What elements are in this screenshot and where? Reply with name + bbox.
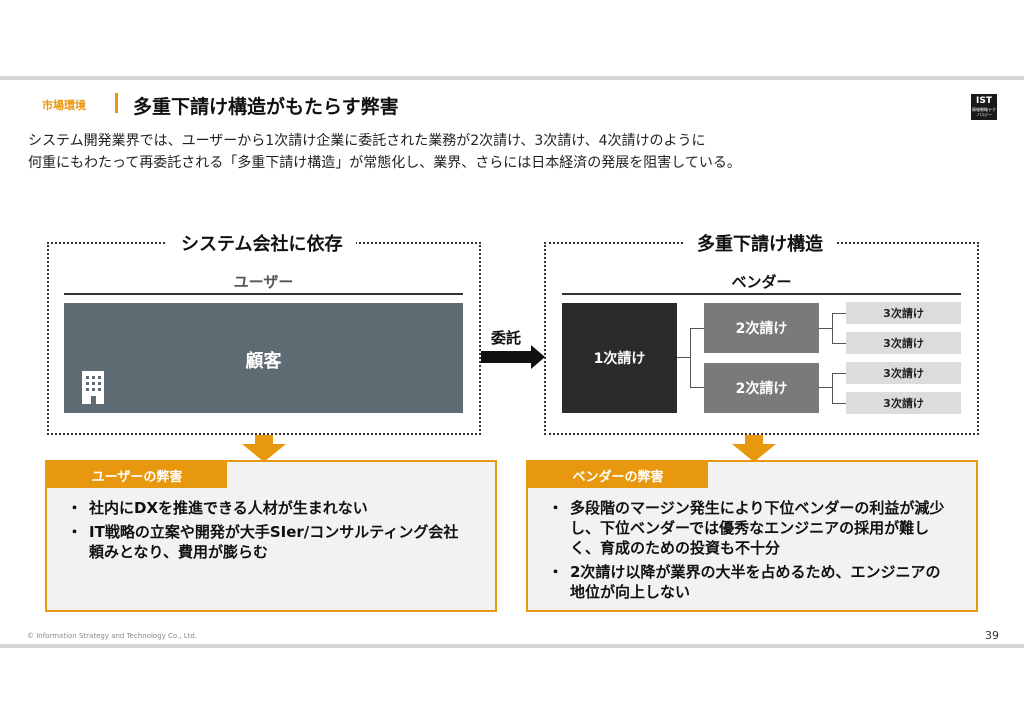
vendor-subhead-line <box>562 293 961 295</box>
logo-subtext: 情報戦略テクノロジー <box>972 107 996 117</box>
connector <box>690 387 704 388</box>
connector <box>832 373 846 374</box>
connector <box>690 328 704 329</box>
connector <box>819 328 833 329</box>
connector <box>832 403 846 404</box>
tier1-box: 1次請け <box>562 303 677 413</box>
vendor-issues-list: 多段階のマージン発生により下位ベンダーの利益が減少し、下位ベンダーでは優秀なエン… <box>548 498 952 606</box>
connector <box>832 313 846 314</box>
connector <box>832 343 846 344</box>
tier3-box: 3次請け <box>846 392 961 414</box>
down-arrow-stem <box>745 435 763 445</box>
user-issues-tab: ユーザーの弊害 <box>47 462 227 488</box>
user-subhead: ユーザー <box>233 273 294 291</box>
page-number: 39 <box>985 629 999 642</box>
page-title: 多重下請け構造がもたらす弊害 <box>133 96 399 118</box>
down-arrow-stem <box>255 435 273 445</box>
vendor-panel-title: 多重下請け構造 <box>683 230 837 256</box>
delegation-arrow <box>481 351 533 363</box>
user-issues-list: 社内にDXを推進できる人材が生まれない IT戦略の立案や開発が大手SIer/コン… <box>67 498 471 566</box>
list-item: 社内にDXを推進できる人材が生まれない <box>67 498 471 518</box>
down-arrow-icon <box>732 444 776 462</box>
copyright: © Information Strategy and Technology Co… <box>27 632 198 640</box>
user-issues-box: ユーザーの弊害 社内にDXを推進できる人材が生まれない IT戦略の立案や開発が大… <box>45 460 497 612</box>
list-item: 2次請け以降が業界の大半を占めるため、エンジニアの地位が向上しない <box>548 562 952 602</box>
customer-box: 顧客 <box>64 303 463 413</box>
list-item: IT戦略の立案や開発が大手SIer/コンサルティング会社頼みとなり、費用が膨らむ <box>67 522 471 562</box>
connector <box>832 373 833 403</box>
user-panel-title: システム会社に依存 <box>167 230 357 256</box>
connector <box>690 328 691 387</box>
tier3-box: 3次請け <box>846 332 961 354</box>
title-divider <box>115 93 118 113</box>
vendor-panel: 多重下請け構造 <box>544 230 979 435</box>
intro-line-2: 何重にもわたって再委託される「多重下請け構造」が常態化し、業界、さらには日本経済… <box>28 155 741 171</box>
user-panel: システム会社に依存 <box>47 230 481 435</box>
tier2-box: 2次請け <box>704 363 819 413</box>
vendor-issues-box: ベンダーの弊害 多段階のマージン発生により下位ベンダーの利益が減少し、下位ベンダ… <box>526 460 978 612</box>
vendor-subhead: ベンダー <box>731 273 792 291</box>
delegation-arrow-head <box>531 345 545 369</box>
vendor-issues-tab: ベンダーの弊害 <box>528 462 708 488</box>
building-icon <box>82 371 104 404</box>
intro-text: システム開発業界では、ユーザーから1次請け企業に委託された業務が2次請け、3次請… <box>28 130 928 174</box>
user-subhead-line <box>64 293 463 295</box>
connector <box>677 357 691 358</box>
tier2-box: 2次請け <box>704 303 819 353</box>
customer-label: 顧客 <box>245 351 282 372</box>
tier3-box: 3次請け <box>846 302 961 324</box>
section-tag: 市場環境 <box>42 99 86 112</box>
delegation-label: 委託 <box>491 329 522 347</box>
connector <box>832 313 833 343</box>
logo-text: IST <box>976 96 992 106</box>
connector <box>819 387 833 388</box>
intro-line-1: システム開発業界では、ユーザーから1次請け企業に委託された業務が2次請け、3次請… <box>28 133 706 149</box>
tier3-box: 3次請け <box>846 362 961 384</box>
list-item: 多段階のマージン発生により下位ベンダーの利益が減少し、下位ベンダーでは優秀なエン… <box>548 498 952 558</box>
down-arrow-icon <box>242 444 286 462</box>
company-logo: IST 情報戦略テクノロジー <box>971 94 997 120</box>
